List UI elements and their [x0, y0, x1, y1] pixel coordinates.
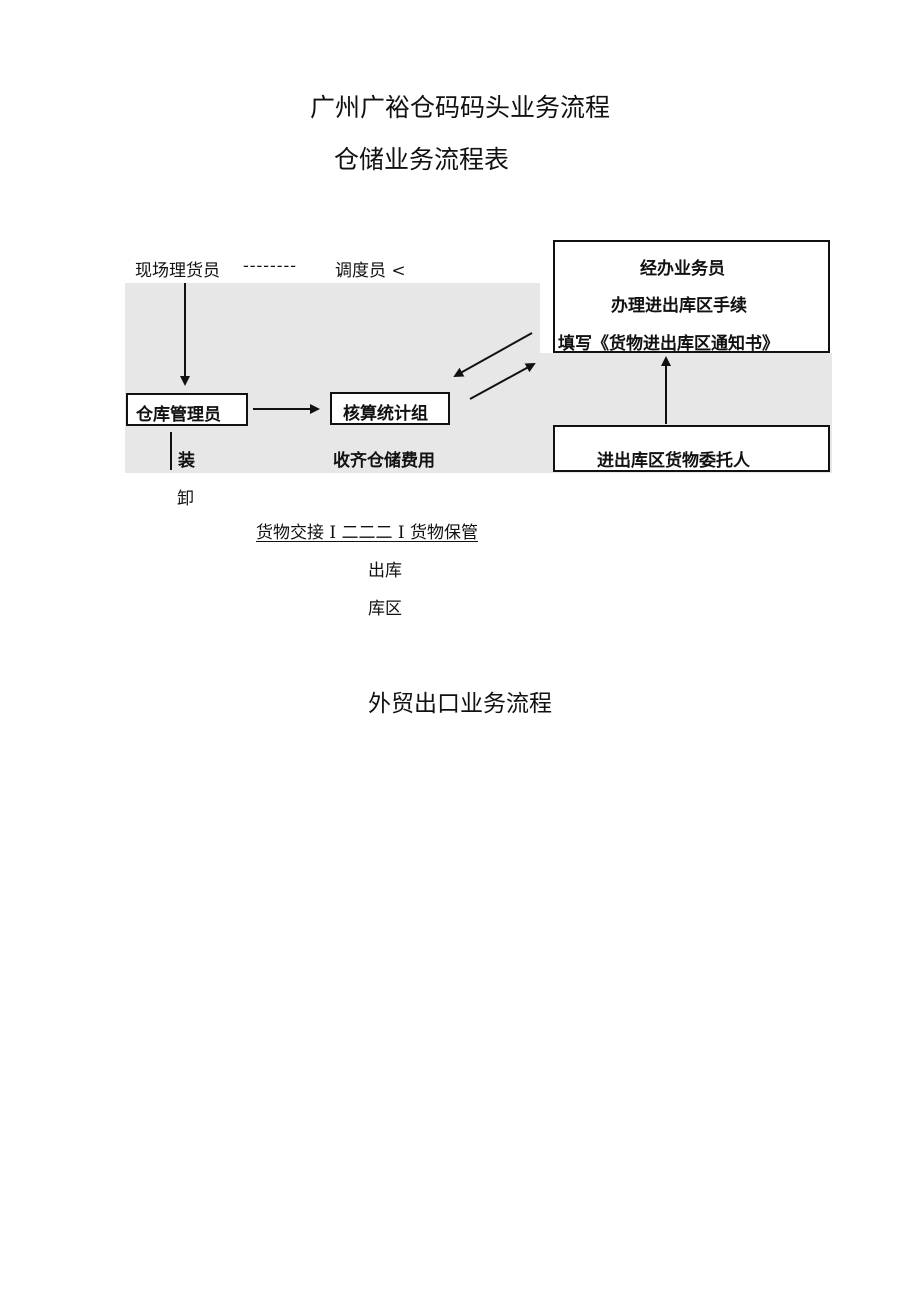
outbound-label: 出库	[368, 561, 402, 581]
handler-procedure: 办理进出库区手续	[611, 296, 747, 316]
page-subtitle: 仓储业务流程表	[334, 145, 510, 174]
page-title: 广州广裕仓码码头业务流程	[309, 93, 610, 122]
scanned-panel-left	[125, 283, 540, 473]
loading-label-bottom: 卸	[177, 489, 194, 509]
loading-label-top: 装	[178, 451, 195, 471]
handover-line: 货物交接 I 二二二 I 货物保管	[256, 523, 479, 543]
section-title-export: 外贸出口业务流程	[368, 691, 552, 717]
handler-notice: 填写《货物进出库区通知书》	[558, 334, 779, 354]
handler-box	[553, 240, 830, 353]
field-clerk-label: 现场理货员	[135, 261, 220, 281]
storage-fee-label: 收齐仓储费用	[333, 451, 435, 471]
warehouse-manager-box	[126, 393, 248, 426]
dispatcher-label: 调度员 <	[335, 261, 406, 281]
arrow-accounting-to-handler	[469, 363, 536, 400]
accounting-group-label: 核算统计组	[343, 404, 428, 424]
handler-title: 经办业务员	[640, 259, 725, 279]
warehouse-manager-label: 仓库管理员	[136, 405, 221, 425]
accounting-group-box	[330, 392, 450, 425]
consignor-box	[553, 425, 830, 472]
consignor-label: 进出库区货物委托人	[597, 451, 750, 471]
area-label: 库区	[368, 599, 402, 619]
arrow-handler-to-accounting	[453, 332, 533, 377]
dashed-connector: --------	[243, 256, 297, 276]
